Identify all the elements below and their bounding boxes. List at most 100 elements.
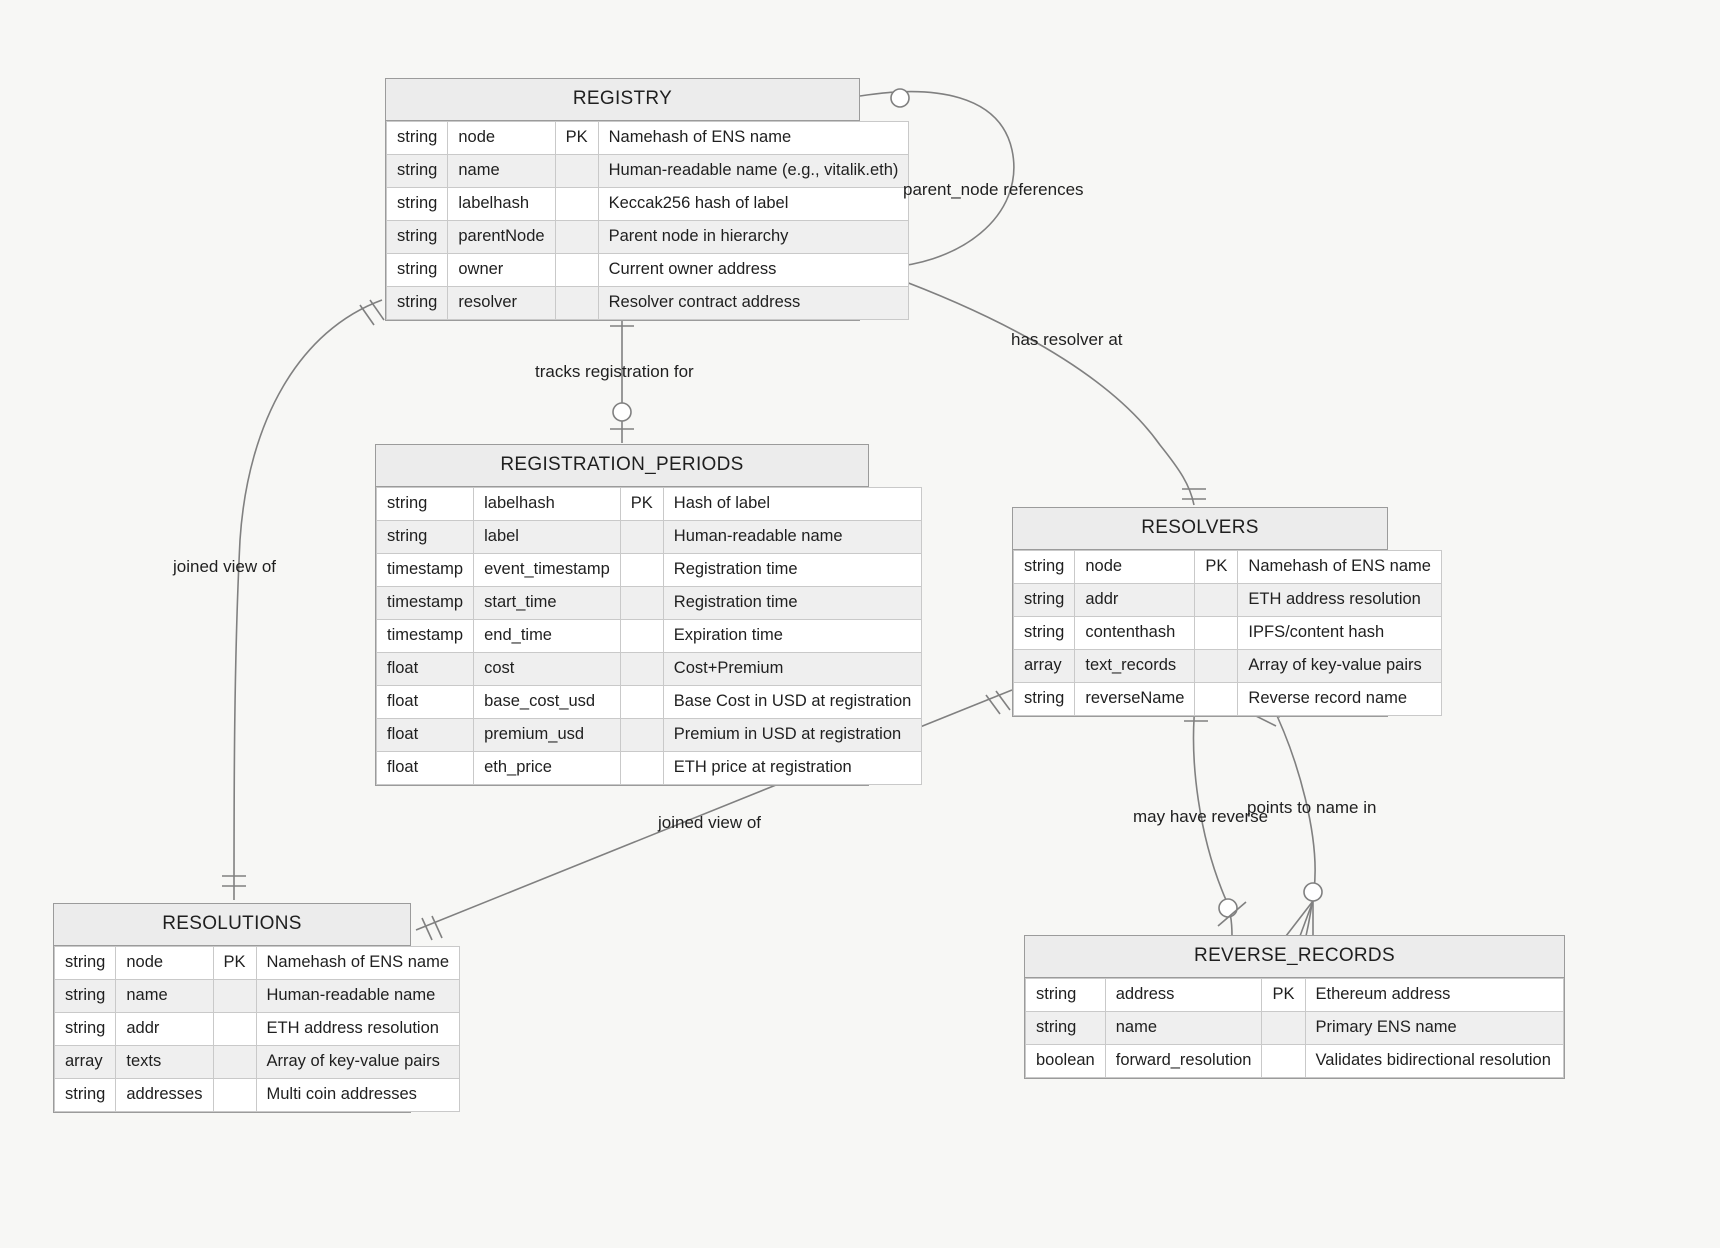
attr-type: timestamp: [375, 586, 475, 620]
attr-type: string: [53, 979, 117, 1013]
table-row: string node PK Namehash of ENS name: [53, 946, 461, 980]
attr-key: PK: [212, 946, 257, 980]
attr-desc: IPFS/content hash: [1237, 616, 1442, 650]
relationship-label-points-to-name: points to name in: [1247, 798, 1377, 817]
attr-desc: Namehash of ENS name: [255, 946, 461, 980]
attr-name: premium_usd: [473, 718, 621, 752]
attr-type: string: [385, 220, 449, 254]
attr-key: [619, 553, 664, 587]
table-row: array texts Array of key-value pairs: [53, 1045, 461, 1079]
attr-name: start_time: [473, 586, 621, 620]
table-row: float premium_usd Premium in USD at regi…: [375, 718, 923, 752]
attr-type: string: [1012, 550, 1076, 584]
attr-type: timestamp: [375, 553, 475, 587]
entity-registration-periods[interactable]: REGISTRATION_PERIODS string labelhash PK…: [375, 444, 923, 786]
attr-desc: Hash of label: [662, 487, 923, 521]
attr-type: string: [1025, 1011, 1106, 1045]
table-row: timestamp start_time Registration time: [375, 586, 923, 620]
entity-reverse-records[interactable]: REVERSE_RECORDS string address PK Ethere…: [1024, 935, 1565, 1079]
attr-type: string: [53, 1078, 117, 1112]
attr-name: labelhash: [473, 487, 621, 521]
entity-registry[interactable]: REGISTRY string node PK Namehash of ENS …: [385, 78, 910, 321]
attr-type: array: [1012, 649, 1076, 683]
attr-desc: Reverse record name: [1237, 682, 1442, 716]
attr-key: [1261, 1044, 1306, 1078]
attr-name: cost: [473, 652, 621, 686]
attr-key: [1194, 616, 1239, 650]
attr-name: end_time: [473, 619, 621, 653]
attr-name: addr: [115, 1012, 214, 1046]
attr-key: [212, 1045, 257, 1079]
attr-key: [554, 220, 599, 254]
attr-type: array: [53, 1045, 117, 1079]
attr-name: node: [115, 946, 214, 980]
attr-key: PK: [1261, 978, 1306, 1012]
table-row: string parentNode Parent node in hierarc…: [385, 220, 910, 254]
table-row: string resolver Resolver contract addres…: [385, 286, 910, 320]
attribute-table: string node PK Namehash of ENS name stri…: [1012, 550, 1442, 716]
attr-type: string: [1012, 616, 1076, 650]
attr-key: [554, 253, 599, 287]
attr-desc: Registration time: [662, 586, 923, 620]
attr-desc: Human-readable name: [255, 979, 461, 1013]
table-row: string node PK Namehash of ENS name: [385, 121, 910, 155]
relationship-label-has-resolver: has resolver at: [1011, 330, 1123, 349]
attr-key: PK: [619, 487, 664, 521]
table-row: string name Primary ENS name: [1025, 1011, 1564, 1045]
table-row: float eth_price ETH price at registratio…: [375, 751, 923, 785]
attr-key: [212, 979, 257, 1013]
attr-desc: Current owner address: [597, 253, 910, 287]
table-row: timestamp event_timestamp Registration t…: [375, 553, 923, 587]
attr-name: addresses: [115, 1078, 214, 1112]
attr-key: [1261, 1011, 1306, 1045]
attr-key: [554, 187, 599, 221]
attr-name: forward_resolution: [1104, 1044, 1263, 1078]
attr-desc: Human-readable name (e.g., vitalik.eth): [597, 154, 910, 188]
attr-desc: ETH price at registration: [662, 751, 923, 785]
attr-type: string: [375, 520, 475, 554]
table-row: string owner Current owner address: [385, 253, 910, 287]
table-row: string name Human-readable name (e.g., v…: [385, 154, 910, 188]
relationship-label-parent-node: parent_node references: [903, 180, 1084, 199]
attr-name: event_timestamp: [473, 553, 621, 587]
table-row: string address PK Ethereum address: [1025, 978, 1564, 1012]
attr-desc: Array of key-value pairs: [255, 1045, 461, 1079]
attr-name: node: [447, 121, 556, 155]
table-row: string node PK Namehash of ENS name: [1012, 550, 1442, 584]
attr-name: labelhash: [447, 187, 556, 221]
attr-desc: Cost+Premium: [662, 652, 923, 686]
attr-type: float: [375, 718, 475, 752]
attr-desc: ETH address resolution: [1237, 583, 1442, 617]
attr-key: [619, 751, 664, 785]
table-row: float cost Cost+Premium: [375, 652, 923, 686]
attribute-table: string address PK Ethereum address strin…: [1025, 978, 1564, 1078]
attr-type: timestamp: [375, 619, 475, 653]
table-row: boolean forward_resolution Validates bid…: [1025, 1044, 1564, 1078]
attr-name: name: [447, 154, 556, 188]
table-row: string contenthash IPFS/content hash: [1012, 616, 1442, 650]
attr-key: [554, 286, 599, 320]
attr-type: boolean: [1025, 1044, 1106, 1078]
attr-key: [1194, 682, 1239, 716]
attr-key: [1194, 649, 1239, 683]
table-row: string reverseName Reverse record name: [1012, 682, 1442, 716]
entity-resolvers[interactable]: RESOLVERS string node PK Namehash of ENS…: [1012, 507, 1442, 717]
attr-desc: Expiration time: [662, 619, 923, 653]
attr-name: label: [473, 520, 621, 554]
attr-name: resolver: [447, 286, 556, 320]
attr-name: parentNode: [447, 220, 556, 254]
attr-desc: Ethereum address: [1304, 978, 1564, 1012]
attr-type: string: [53, 946, 117, 980]
attr-name: address: [1104, 978, 1263, 1012]
relationship-label-tracks-registration: tracks registration for: [535, 362, 694, 381]
attr-key: [619, 718, 664, 752]
attr-desc: Parent node in hierarchy: [597, 220, 910, 254]
table-row: string addr ETH address resolution: [53, 1012, 461, 1046]
table-row: string addr ETH address resolution: [1012, 583, 1442, 617]
entity-title: REGISTRY: [386, 79, 859, 121]
entity-resolutions[interactable]: RESOLUTIONS string node PK Namehash of E…: [53, 903, 461, 1113]
attr-type: float: [375, 751, 475, 785]
attr-key: [212, 1078, 257, 1112]
attr-type: string: [53, 1012, 117, 1046]
